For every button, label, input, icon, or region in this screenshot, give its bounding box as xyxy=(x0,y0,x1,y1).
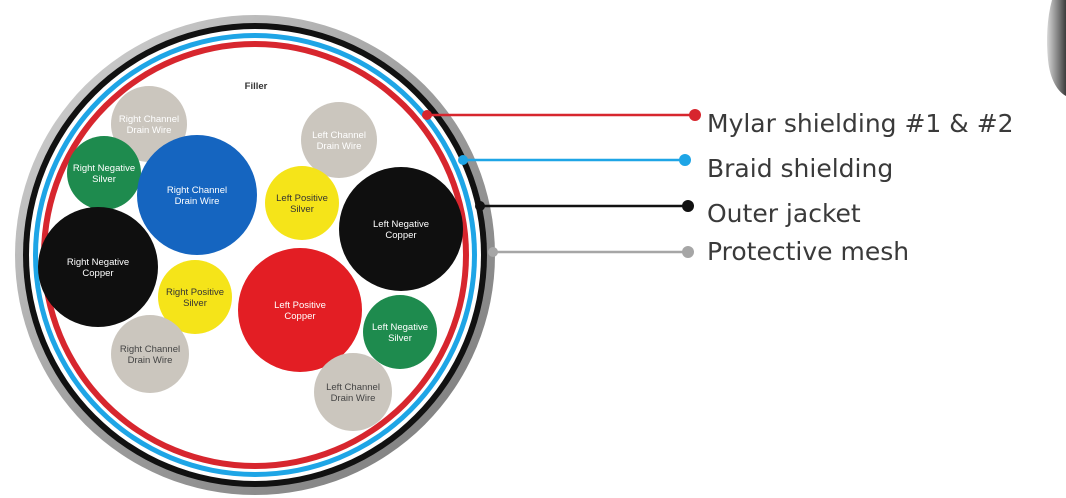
conductor-label-line: Drain Wire xyxy=(175,196,220,207)
mesh-leader-start-dot xyxy=(488,247,498,257)
conductor-label-line: Right Negative xyxy=(73,163,135,174)
conductor-circle xyxy=(265,166,339,240)
jacket-leader-end-dot xyxy=(682,200,694,212)
conductor-circle xyxy=(111,315,189,393)
filler-label: Filler xyxy=(245,81,268,92)
conductor-label-line: Left Channel xyxy=(312,130,366,141)
conductor-circle xyxy=(238,248,362,372)
conductor-label-line: Left Negative xyxy=(372,322,428,333)
braid-leader-end-dot xyxy=(679,154,691,166)
legend-label-mylar-shielding: Mylar shielding #1 & #2 xyxy=(707,109,1014,138)
conductor-label-line: Left Positive xyxy=(276,193,328,204)
conductor-label-line: Drain Wire xyxy=(127,125,172,136)
conductor-circle xyxy=(38,207,158,327)
connector-plug-image xyxy=(1047,0,1066,96)
conductor-label-line: Silver xyxy=(92,174,116,185)
mylar-leader-start-dot xyxy=(422,110,432,120)
conductor-label-line: Copper xyxy=(284,311,315,322)
conductor-label-line: Left Positive xyxy=(274,300,326,311)
conductor-circle xyxy=(314,353,392,431)
conductor-label-line: Right Negative xyxy=(67,257,129,268)
conductor-label-line: Right Channel xyxy=(120,344,180,355)
conductor-label-line: Left Negative xyxy=(373,219,429,230)
conductor-label-line: Drain Wire xyxy=(128,355,173,366)
conductor-circle xyxy=(137,135,257,255)
conductor-label-line: Right Positive xyxy=(166,287,224,298)
conductor-label-line: Silver xyxy=(290,204,314,215)
conductor-label-line: Copper xyxy=(82,268,113,279)
mesh-leader-end-dot xyxy=(682,246,694,258)
conductor-circle xyxy=(301,102,377,178)
conductor-label-line: Right Channel xyxy=(119,114,179,125)
jacket-leader-start-dot xyxy=(475,201,485,211)
conductor-label-line: Right Channel xyxy=(167,185,227,196)
conductor-circle xyxy=(67,136,141,210)
conductor-label-line: Left Channel xyxy=(326,382,380,393)
braid-leader-start-dot xyxy=(458,155,468,165)
conductor-label-line: Silver xyxy=(388,333,412,344)
conductor-circle xyxy=(339,167,463,291)
conductor-label-line: Drain Wire xyxy=(331,393,376,404)
conductor-circle xyxy=(158,260,232,334)
conductor-label-line: Drain Wire xyxy=(317,141,362,152)
conductor-label-line: Copper xyxy=(385,230,416,241)
legend-label-protective-mesh: Protective mesh xyxy=(707,237,910,266)
legend-label-braid-shielding: Braid shielding xyxy=(707,154,894,183)
leader-lines xyxy=(422,109,701,258)
conductor-circle xyxy=(363,295,437,369)
mylar-leader-end-dot xyxy=(689,109,701,121)
conductor-label-line: Silver xyxy=(183,298,207,309)
legend-label-outer-jacket: Outer jacket xyxy=(707,199,861,228)
